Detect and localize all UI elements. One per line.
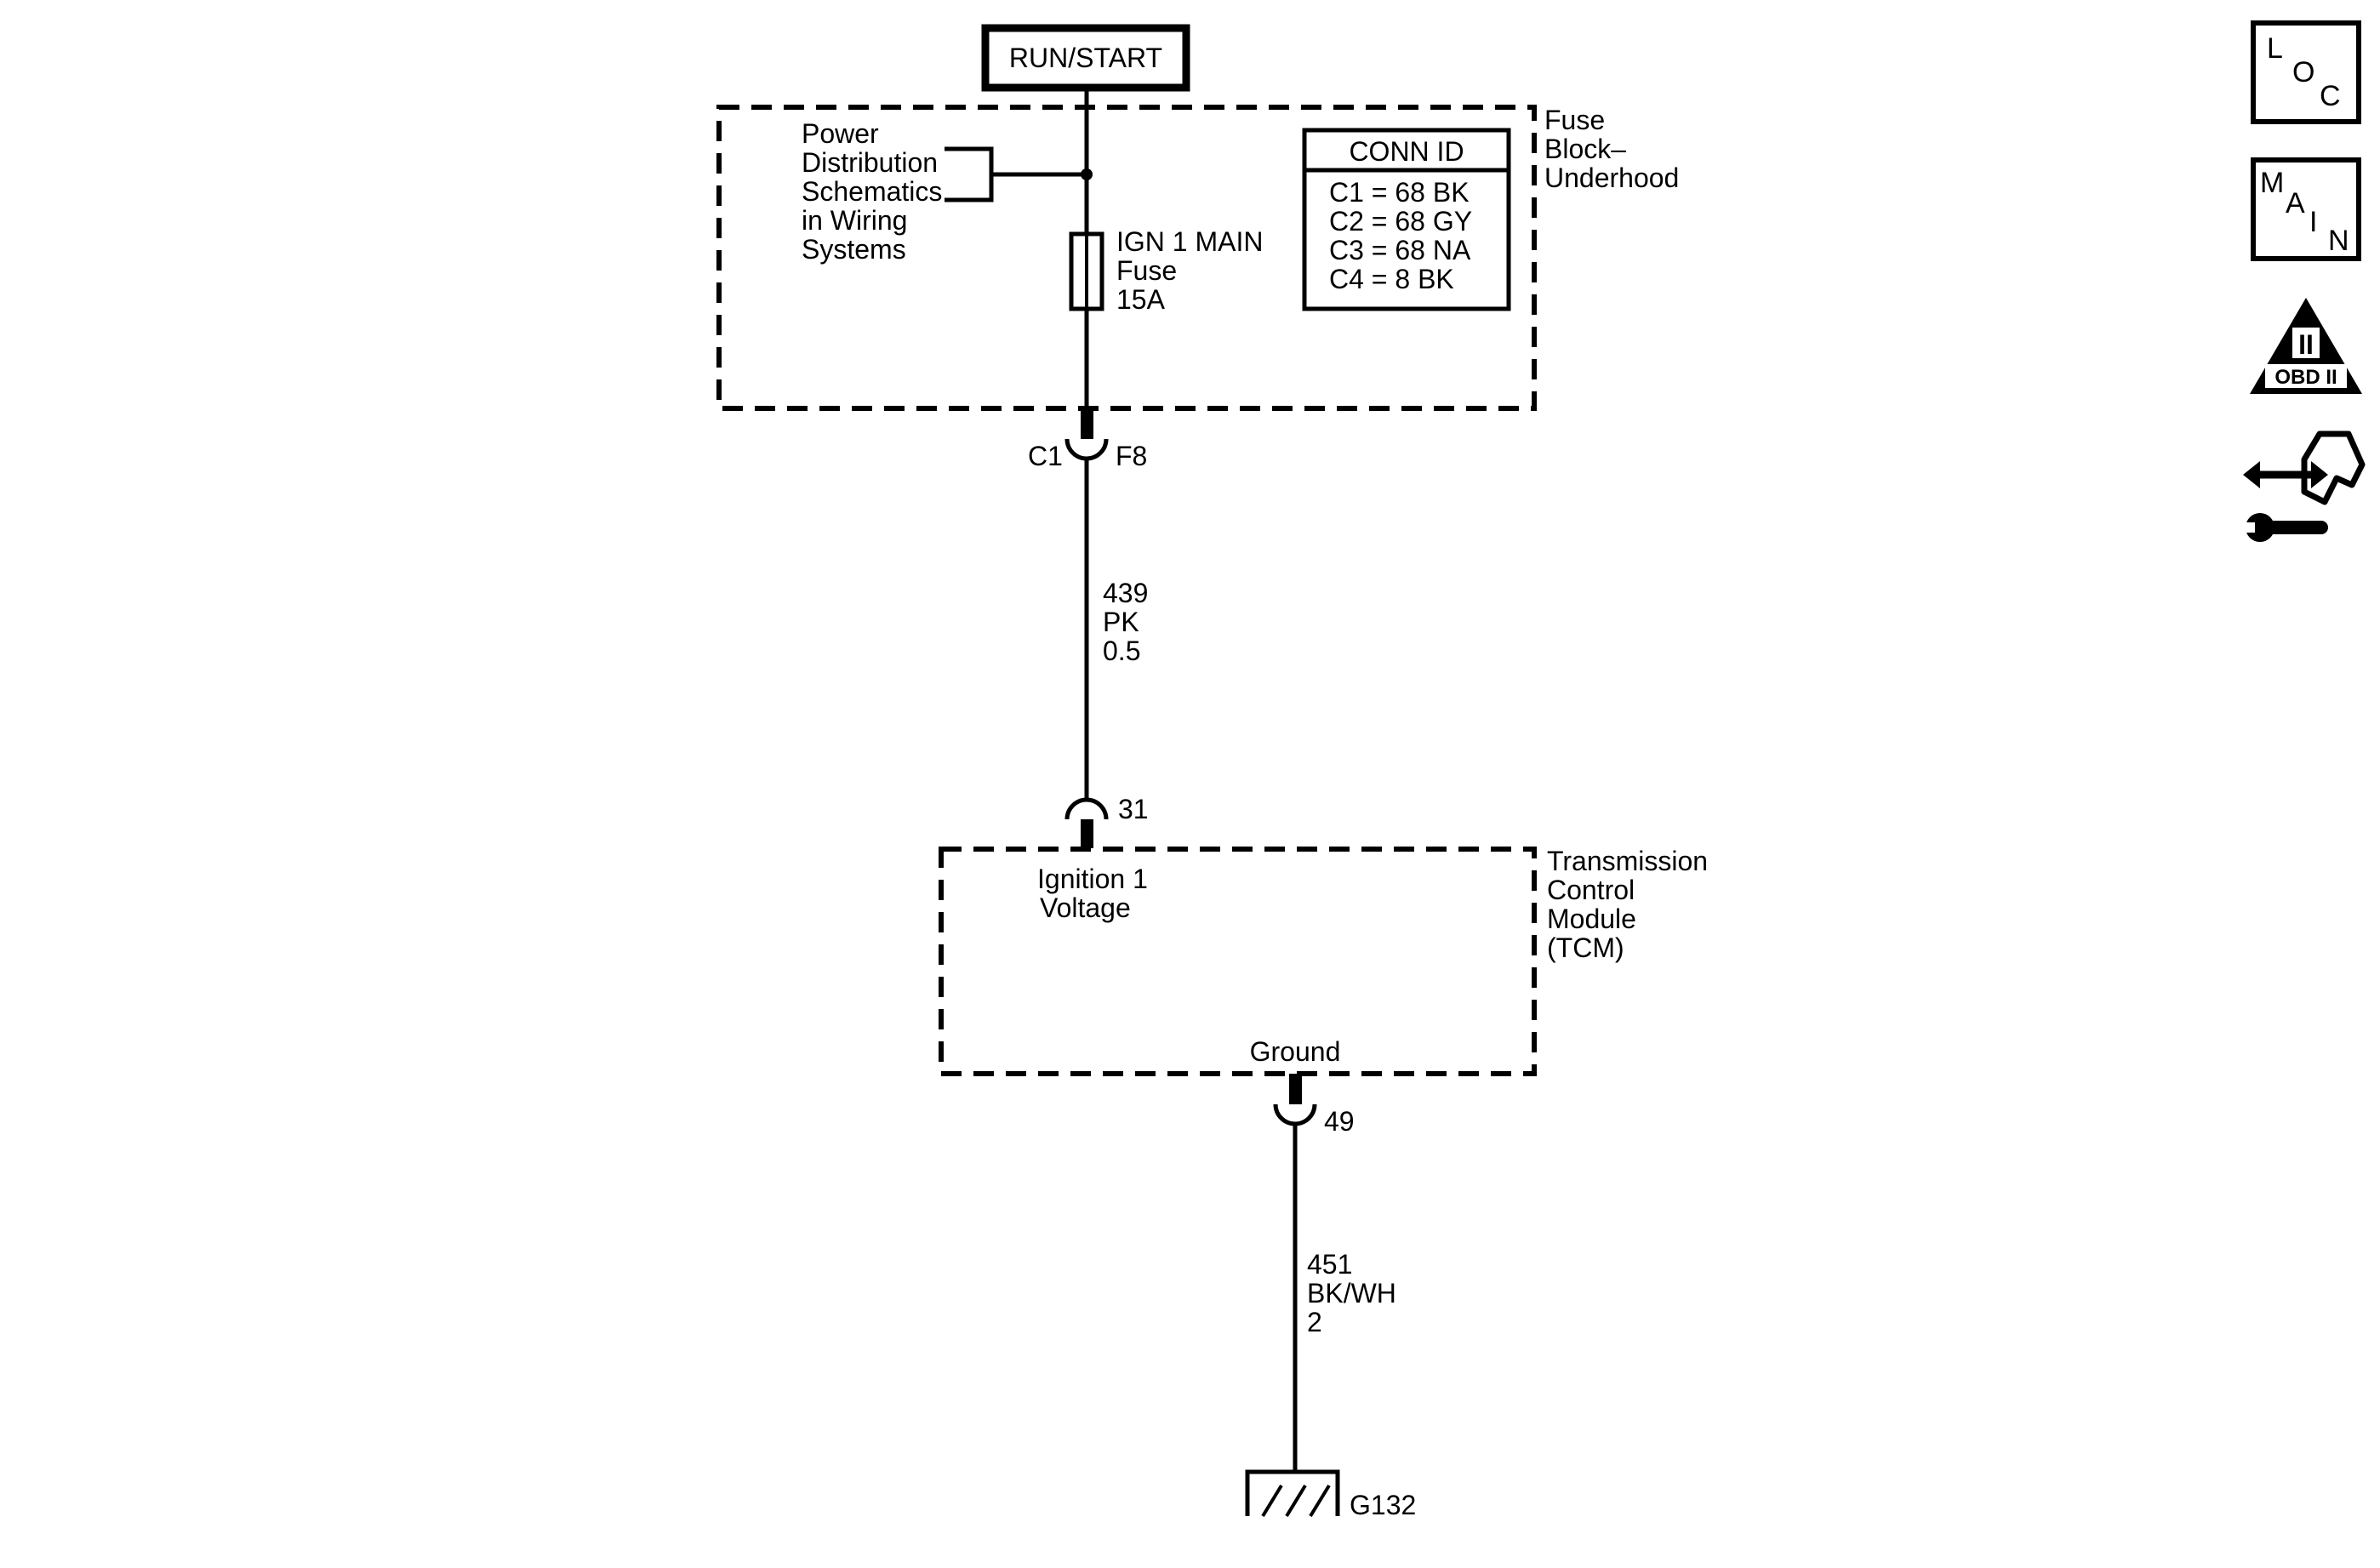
pin-number: 31 [1118,794,1149,824]
conn-id-title: CONN ID [1349,136,1464,167]
wire-451-label: 451 BK/WH 2 [1307,1249,1404,1337]
ground-symbol: G132 [1245,1469,1416,1520]
power-source-box: RUN/START [981,24,1190,92]
svg-text:OBD II: OBD II [2274,366,2337,389]
tcm-outline [939,847,1537,1076]
svg-text:I: I [2309,206,2317,238]
power-distribution-note: Power Distribution Schematics in Wiring … [802,118,950,265]
svg-text:C: C [2320,80,2341,112]
wire-439-label: 439 PK 0.5 [1103,578,1156,666]
tcm-name: Transmission Control Module (TCM) [1547,846,1715,963]
power-note-bracket [945,146,994,202]
ignition-voltage-label: Ignition 1 Voltage [1037,864,1156,923]
tcm-pin-31: 31 [1064,794,1149,848]
pin-number: 49 [1324,1106,1355,1137]
svg-text:II: II [2298,329,2314,360]
fuse-label: IGN 1 MAIN Fuse 15A [1116,226,1270,315]
connector-id: C1 [1028,441,1063,471]
fuse-block-name: Fuse Block– Underhood [1544,105,1679,193]
fuse-block-outline [716,105,1537,411]
diagnostic-tool-icon[interactable] [2240,430,2366,542]
obd-ii-icon[interactable]: II OBD II [2250,298,2362,394]
main-icon[interactable]: M A I N [2251,157,2361,261]
ground-label: Ground [1250,1036,1341,1067]
connector-pin: F8 [1116,441,1147,471]
ground-id: G132 [1350,1490,1416,1520]
conn-id-table: CONN ID C1 = 68 BK C2 = 68 GY C3 = 68 NA… [1302,128,1511,311]
conn-id-row: C1 = 68 BK [1329,177,1470,208]
svg-text:A: A [2286,187,2305,220]
tcm-pin-49: 49 [1273,1074,1355,1137]
conn-id-row: C2 = 68 GY [1329,206,1472,237]
svg-text:M: M [2260,167,2284,199]
svg-text:L: L [2267,32,2283,65]
power-source-label: RUN/START [1009,43,1162,73]
svg-text:O: O [2292,56,2314,88]
svg-text:N: N [2328,225,2349,257]
conn-id-row: C3 = 68 NA [1329,235,1471,265]
conn-id-row: C4 = 8 BK [1329,264,1454,294]
loc-icon[interactable]: L O C [2251,20,2361,124]
connector-c1-f8: C1 F8 [1028,408,1147,471]
